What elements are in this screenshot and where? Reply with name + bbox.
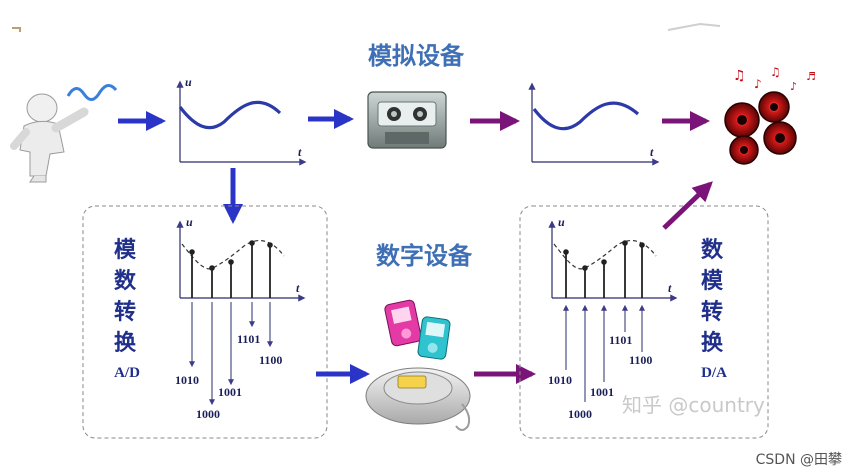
svg-text:换: 换 bbox=[701, 330, 724, 356]
svg-text:转: 转 bbox=[701, 299, 723, 325]
da-code-1010: 1010 bbox=[548, 373, 572, 387]
ad-abbreviation: A/D bbox=[114, 365, 140, 381]
da-converter-box bbox=[519, 205, 769, 439]
mp3-player-icon bbox=[384, 299, 451, 360]
da-code-1000: 1000 bbox=[568, 407, 592, 421]
da-sampled-signal-graph: u t bbox=[548, 215, 678, 402]
speakers-icon bbox=[724, 91, 797, 165]
axis-t-label: t bbox=[650, 145, 654, 159]
zhihu-watermark: 知乎 @country bbox=[622, 393, 765, 417]
axis-t-label: t bbox=[668, 281, 672, 295]
analog-signal-graph-output: t bbox=[528, 82, 660, 166]
axis-u-label: u bbox=[186, 215, 193, 229]
svg-text:换: 换 bbox=[114, 330, 137, 356]
ad-converter-box bbox=[82, 205, 328, 439]
axis-u-label: u bbox=[185, 75, 192, 89]
music-notes-icon: ♫ ♪ ♫ ♪ ♬ bbox=[733, 65, 816, 93]
svg-text:模: 模 bbox=[114, 238, 137, 263]
ad-vertical-label: 模 数 转 换 bbox=[114, 238, 137, 356]
svg-text:♫: ♫ bbox=[770, 65, 781, 79]
cd-player-icon bbox=[365, 367, 471, 431]
digital-device-title: 数字设备 bbox=[376, 242, 473, 270]
ad-sampled-signal-graph: u t bbox=[176, 215, 306, 406]
csdn-watermark: CSDN @田攀 bbox=[756, 452, 842, 468]
cassette-tape-icon bbox=[367, 91, 447, 149]
corner-artifact bbox=[667, 22, 721, 31]
analog-signal-graph-input: u t bbox=[176, 75, 307, 166]
ad-code-1101: 1101 bbox=[237, 332, 260, 346]
da-code-1101: 1101 bbox=[609, 333, 632, 347]
da-code-1001: 1001 bbox=[590, 385, 614, 399]
svg-text:数: 数 bbox=[701, 237, 724, 263]
axis-u-label: u bbox=[558, 215, 565, 229]
arrow-da-to-speakers bbox=[662, 181, 713, 230]
analog-device-title: 模拟设备 bbox=[368, 42, 465, 70]
ad-code-1010: 1010 bbox=[175, 373, 199, 387]
svg-text:转: 转 bbox=[114, 299, 136, 325]
svg-text:♪: ♪ bbox=[790, 80, 797, 93]
svg-text:♫: ♫ bbox=[733, 68, 746, 84]
sound-wave-icon bbox=[66, 84, 118, 101]
svg-text:数: 数 bbox=[114, 268, 137, 294]
ad-code-1100: 1100 bbox=[259, 353, 282, 367]
axis-t-label: t bbox=[296, 281, 300, 295]
svg-text:♪: ♪ bbox=[754, 77, 762, 91]
da-code-1100: 1100 bbox=[629, 353, 652, 367]
corner-mark bbox=[12, 27, 21, 32]
svg-text:♬: ♬ bbox=[806, 70, 816, 83]
da-vertical-label: 数 模 转 换 bbox=[701, 237, 724, 356]
svg-text:模: 模 bbox=[701, 269, 724, 294]
da-abbreviation: D/A bbox=[701, 365, 727, 381]
ad-code-1000: 1000 bbox=[196, 407, 220, 421]
person-icon bbox=[10, 93, 89, 183]
ad-code-1001: 1001 bbox=[218, 385, 242, 399]
axis-t-label: t bbox=[298, 145, 302, 159]
